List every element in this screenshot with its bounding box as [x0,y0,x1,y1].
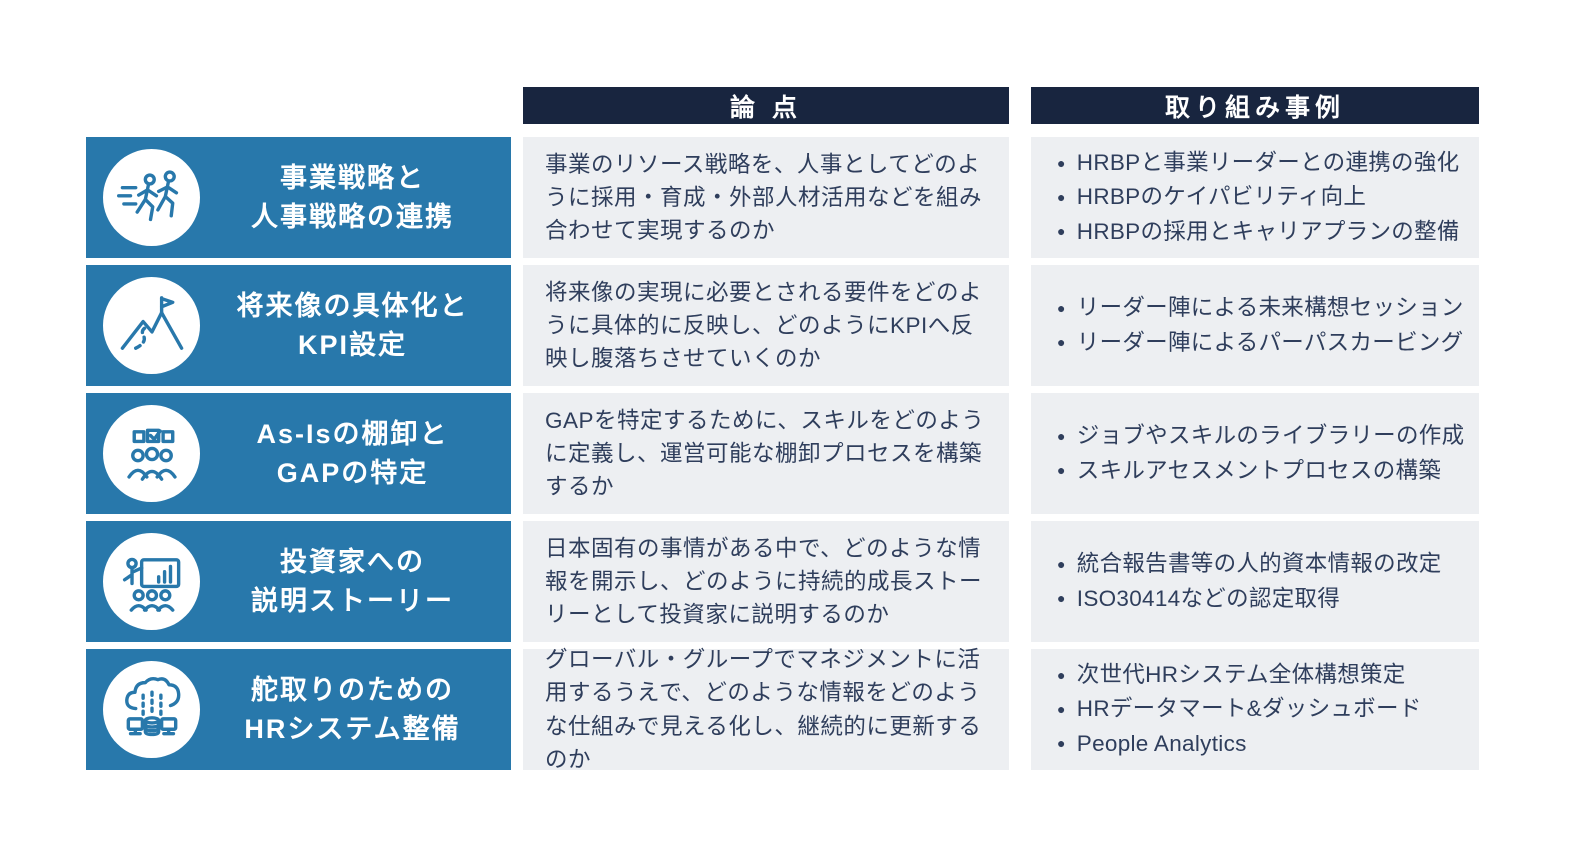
presentation-icon-circle [103,533,200,630]
category-cell: 投資家への説明ストーリー [86,521,511,642]
issue-cell: 将来像の実現に必要とされる要件をどのように具体的に反映し、どのようにKPIへ反映… [523,265,1009,386]
examples-list: ●統合報告書等の人的資本情報の改定 ●ISO30414などの認定取得 [1057,547,1442,615]
cloud-system-icon [115,673,189,747]
bullet-icon: ● [1057,461,1066,478]
header-issues: 論 点 [523,87,1009,124]
category-title: 事業戦略と人事戦略の連携 [251,163,454,232]
example-item: ●HRBPの採用とキャリアプランの整備 [1057,218,1460,244]
cloud-system-icon-circle [103,661,200,758]
examples-list: ●次世代HRシステム全体構想策定 ●HRデータマート&ダッシュボード ●People… [1057,658,1422,761]
issue-text: GAPを特定するために、スキルをどのように定義し、運営可能な棚卸プロセスを構築す… [545,407,985,500]
hr-strategy-table: 論 点 取り組み事例 事業戦略と人事戦略の連携 事業のリソース戦略を、人事として… [86,87,1479,777]
bullet-icon: ● [1057,735,1066,752]
table-body: 事業戦略と人事戦略の連携 事業のリソース戦略を、人事としてどのように採用・育成・… [86,137,1479,772]
bullet-icon: ● [1057,666,1066,683]
runners-icon-circle [103,149,200,246]
example-item: ●統合報告書等の人的資本情報の改定 [1057,551,1442,577]
survey-people-icon-circle [103,405,200,502]
example-item: ●HRデータマート&ダッシュボード [1057,696,1422,722]
example-item: ●スキルアセスメントプロセスの構築 [1057,457,1442,483]
examples-cell: ●リーダー陣による未来構想セッション ●リーダー陣によるパーパスカービング [1031,265,1479,386]
examples-cell: ●統合報告書等の人的資本情報の改定 ●ISO30414などの認定取得 [1031,521,1479,642]
bullet-icon: ● [1057,154,1066,171]
runners-icon [115,161,189,235]
bullet-icon: ● [1057,299,1066,316]
examples-cell: ●HRBPと事業リーダーとの連携の強化 ●HRBPのケイパビリティ向上 ●HRBPの… [1031,137,1479,258]
issue-cell: グローバル・グループでマネジメントに活用するうえで、どのような情報をどのような仕… [523,647,1009,772]
header-examples: 取り組み事例 [1031,87,1479,124]
issue-text: 将来像の実現に必要とされる要件をどのように具体的に反映し、どのようにKPIへ反映… [545,279,983,372]
bullet-icon: ● [1057,589,1066,606]
category-cell: 事業戦略と人事戦略の連携 [86,137,511,258]
category-title: 投資家への説明ストーリー [251,547,454,616]
issue-cell: 日本固有の事情がある中で、どのような情報を開示し、どのように持続的成長ストーリー… [523,521,1009,642]
example-item: ●People Analytics [1057,730,1247,756]
example-item: ●次世代HRシステム全体構想策定 [1057,662,1406,688]
examples-list: ●HRBPと事業リーダーとの連携の強化 ●HRBPのケイパビリティ向上 ●HRBPの… [1057,146,1460,249]
examples-cell: ●次世代HRシステム全体構想策定 ●HRデータマート&ダッシュボード ●People… [1031,649,1479,770]
bullet-icon: ● [1057,555,1066,572]
issue-text: 事業のリソース戦略を、人事としてどのように採用・育成・外部人材活用などを組み合わ… [545,151,983,244]
bullet-icon: ● [1057,427,1066,444]
survey-people-icon [115,417,189,491]
example-item: ●ISO30414などの認定取得 [1057,585,1341,611]
example-item: ●リーダー陣によるパーパスカービング [1057,329,1464,355]
table-header: 論 点 取り組み事例 [523,87,1479,124]
mountain-flag-icon-circle [103,277,200,374]
bullet-icon: ● [1057,188,1066,205]
mountain-flag-icon [115,289,189,363]
examples-cell: ●ジョブやスキルのライブラリーの作成 ●スキルアセスメントプロセスの構築 [1031,393,1479,514]
example-item: ●HRBPのケイパビリティ向上 [1057,184,1367,210]
table-row: 事業戦略と人事戦略の連携 事業のリソース戦略を、人事としてどのように採用・育成・… [86,137,1479,258]
issue-text: 日本固有の事情がある中で、どのような情報を開示し、どのように持続的成長ストーリー… [545,535,983,628]
bullet-icon: ● [1057,333,1066,350]
bullet-icon: ● [1057,223,1066,240]
examples-list: ●リーダー陣による未来構想セッション ●リーダー陣によるパーパスカービング [1057,291,1464,359]
issue-cell: 事業のリソース戦略を、人事としてどのように採用・育成・外部人材活用などを組み合わ… [523,137,1009,258]
example-item: ●ジョブやスキルのライブラリーの作成 [1057,423,1465,449]
examples-list: ●ジョブやスキルのライブラリーの作成 ●スキルアセスメントプロセスの構築 [1057,419,1464,487]
issue-cell: GAPを特定するために、スキルをどのように定義し、運営可能な棚卸プロセスを構築す… [523,393,1009,514]
table-row: 投資家への説明ストーリー 日本固有の事情がある中で、どのような情報を開示し、どの… [86,521,1479,642]
presentation-icon [115,545,189,619]
example-item: ●リーダー陣による未来構想セッション [1057,295,1464,321]
issue-text: グローバル・グループでマネジメントに活用するうえで、どのような情報をどのような仕… [545,647,982,772]
example-item: ●HRBPと事業リーダーとの連携の強化 [1057,150,1460,176]
bullet-icon: ● [1057,700,1066,717]
